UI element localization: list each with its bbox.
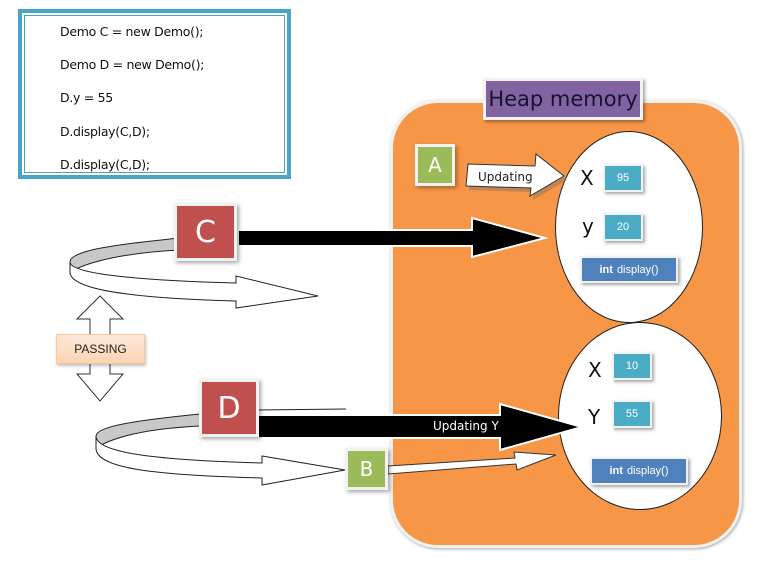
method-name: display() xyxy=(616,263,659,276)
code-box-inner-border xyxy=(24,15,285,173)
reference-arrow-c xyxy=(237,216,549,259)
circular-arrow-c xyxy=(69,237,319,309)
updating-arrow-a xyxy=(465,153,565,197)
field-label-y: y xyxy=(582,214,594,238)
reference-line-d xyxy=(257,408,347,411)
field-label-y: Y xyxy=(588,405,601,429)
method-name: display() xyxy=(626,465,669,477)
arrow-a-label: Updating xyxy=(478,170,533,184)
code-line: D.display(C,D); xyxy=(60,124,150,139)
arrow-d-label: Updating Y xyxy=(433,419,499,433)
method-display-box: int display() xyxy=(580,256,678,283)
circular-arrow-d xyxy=(95,413,346,486)
reference-arrow-d xyxy=(257,402,586,452)
code-line: Demo D = new Demo(); xyxy=(60,57,205,72)
code-snippet-box: Demo C = new Demo(); Demo D = new Demo()… xyxy=(18,9,291,179)
method-display-box: int display() xyxy=(590,457,688,485)
reference-d: D xyxy=(199,379,259,437)
code-line: D.display(C,D); xyxy=(60,157,150,172)
heap-memory-title: Heap memory xyxy=(483,78,643,120)
field-value-y: 20 xyxy=(603,213,643,241)
field-value-x: 10 xyxy=(612,352,652,380)
method-return-type: int xyxy=(599,263,613,276)
field-label-x: X xyxy=(580,166,594,190)
field-value-y: 55 xyxy=(612,400,652,428)
updating-arrow-b xyxy=(387,451,557,475)
method-return-type: int xyxy=(609,465,623,477)
code-line: Demo C = new Demo(); xyxy=(60,24,204,39)
reference-b: B xyxy=(345,448,388,490)
passing-label: PASSING xyxy=(56,334,145,364)
reference-c: C xyxy=(174,203,237,261)
field-label-x: X xyxy=(588,358,602,382)
code-line: D.y = 55 xyxy=(60,90,113,105)
field-value-x: 95 xyxy=(603,164,643,192)
reference-a: A xyxy=(415,144,455,186)
